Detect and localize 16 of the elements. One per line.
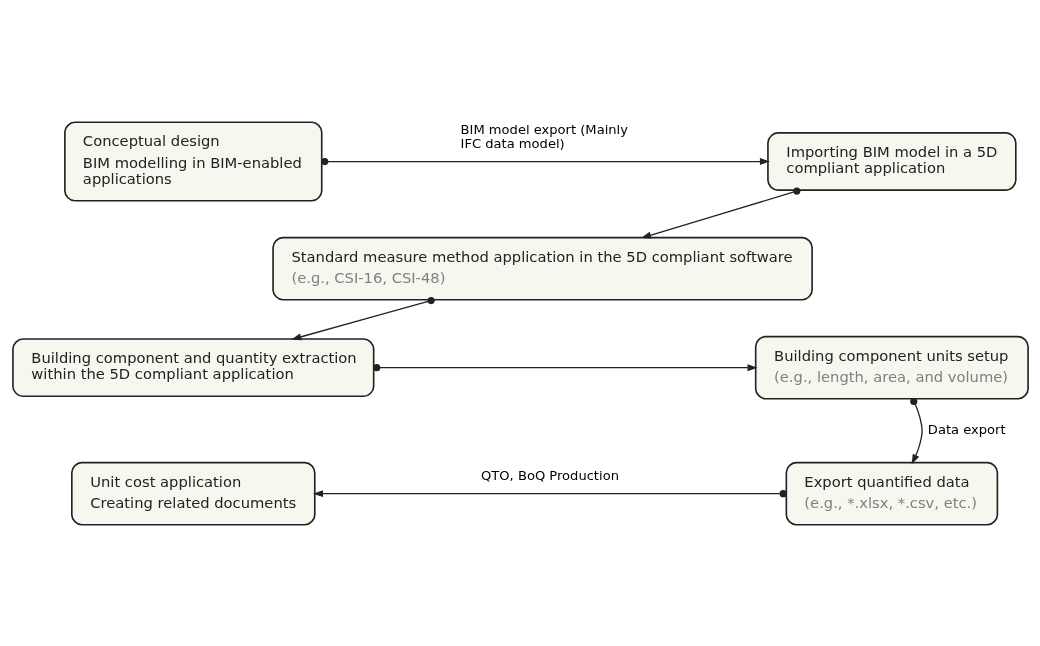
edge-label: Data export [927,421,1006,437]
arrow [312,489,787,497]
node-box: Export quantified data (e.g., *.xlsx, *.csv, etc.) [785,461,998,526]
arrow [372,363,757,371]
arrow [909,397,923,464]
node-box: Building component units setup (e.g., length, area, and volume) [754,335,1029,400]
node-box: Conceptual design BIM modelling in BIM-enabled applications [63,120,323,202]
node-box: Building component and quantity extraction within the 5D compliant application [11,337,374,397]
arrow [290,296,435,340]
arrow [640,186,800,239]
node-box: Importing BIM model in a 5D compliant application [766,131,1017,191]
node-box: Standard measure method application in the 5D compliant software (e.g., CSI-16, CSI-48) [271,236,813,301]
edge-label: QTO, BoQ Production [480,467,619,483]
node-box: Unit cost application Creating related documents [70,461,316,526]
edge-label: BIM model export (Mainly IFC data model) [460,121,628,151]
arrow [320,157,770,165]
